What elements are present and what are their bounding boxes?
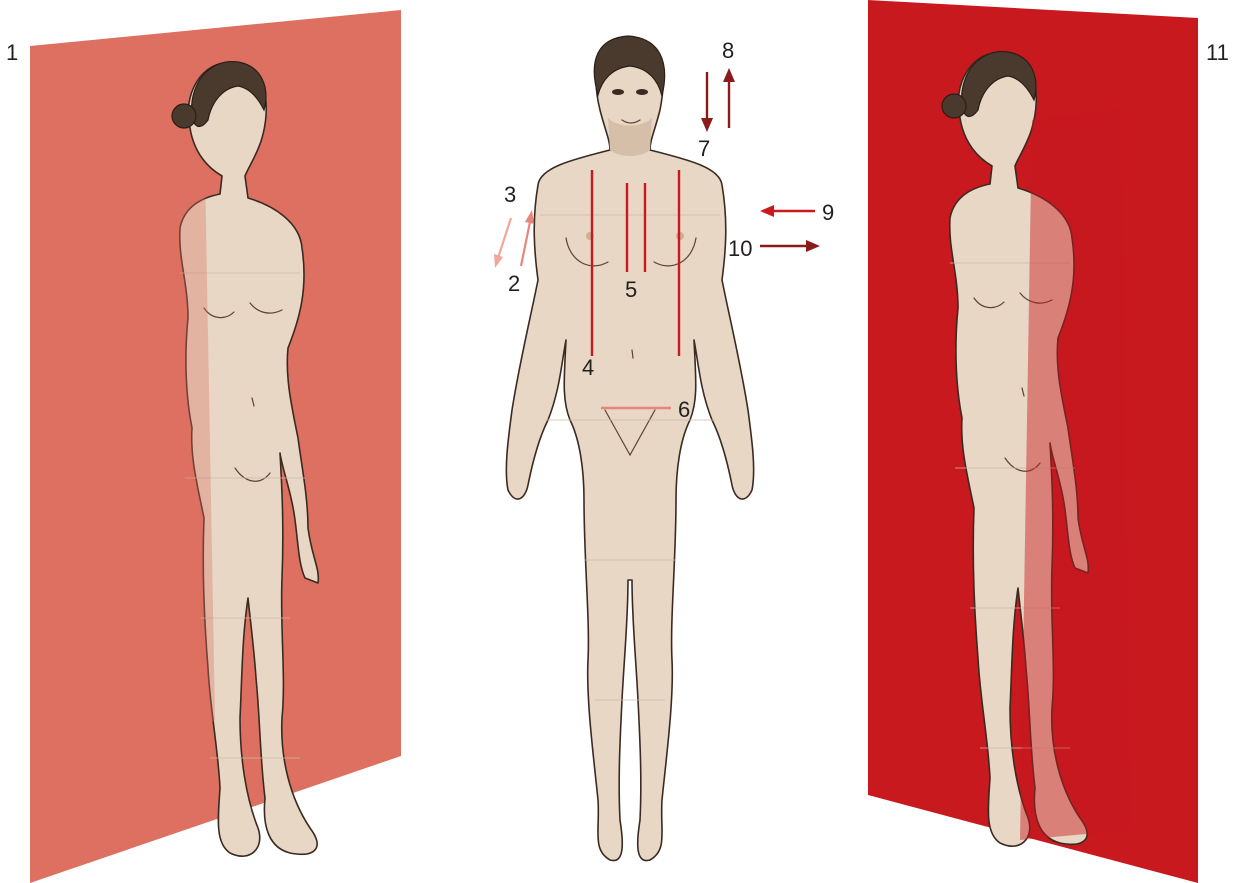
median-plane-cut-overlay [1020, 110, 1130, 840]
arrow-2 [521, 222, 530, 266]
label-1: 1 [6, 40, 18, 65]
label-6: 6 [678, 397, 690, 422]
label-7: 7 [698, 136, 710, 161]
figure-front [506, 36, 753, 861]
label-4: 4 [582, 355, 594, 380]
sagittal-plane-panel [30, 10, 401, 883]
arrow-10-head [806, 240, 820, 252]
arrow-7-head [701, 118, 713, 132]
arrow-8-head [723, 68, 735, 82]
label-5: 5 [625, 277, 637, 302]
median-plane-panel [868, 0, 1198, 883]
arrow-3-head [494, 254, 503, 268]
arrow-2-head [525, 210, 534, 224]
sagittal-plane-overlap [150, 170, 215, 760]
label-3: 3 [504, 182, 516, 207]
label-9: 9 [822, 200, 834, 225]
label-2: 2 [508, 271, 520, 296]
arrow-9-head [760, 205, 774, 217]
arrow-3 [498, 218, 511, 258]
label-10: 10 [728, 236, 752, 261]
label-8: 8 [722, 38, 734, 63]
label-11: 11 [1206, 40, 1229, 65]
